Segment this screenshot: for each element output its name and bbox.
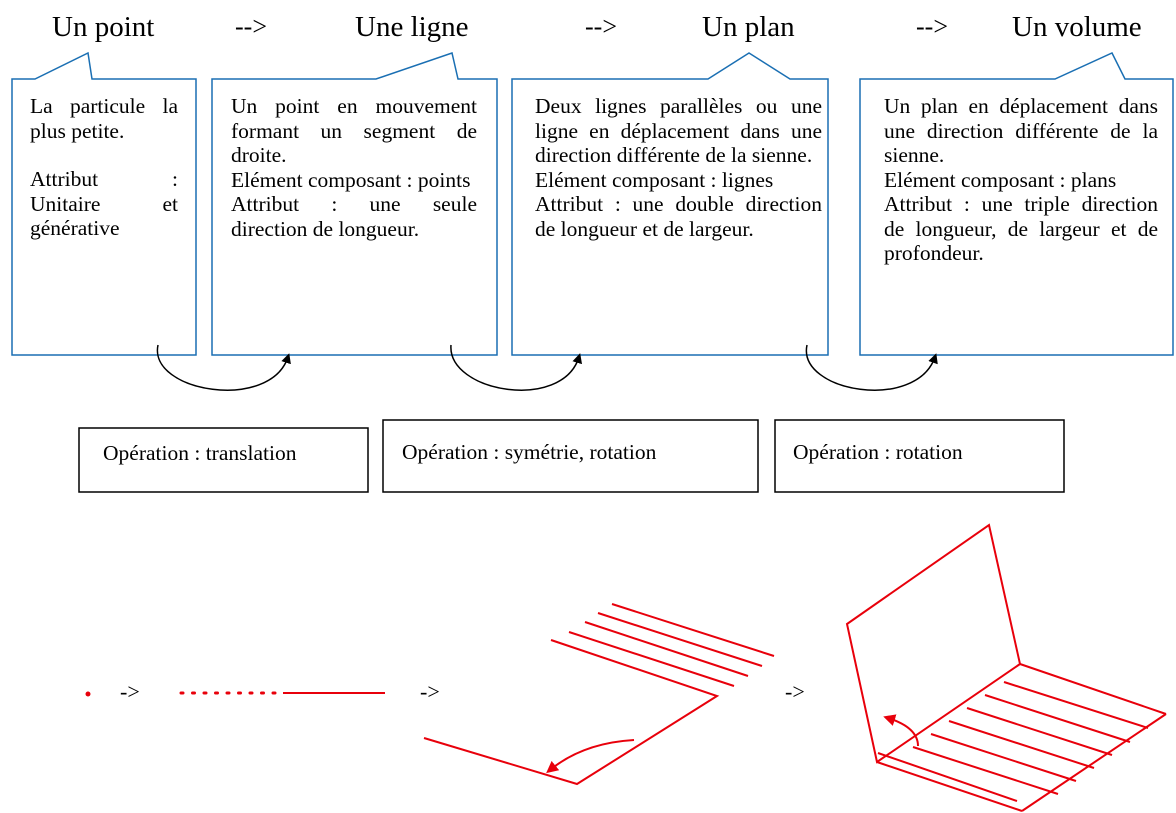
point-attribute: Attribut : Unitaire et générative (30, 167, 178, 240)
volume-attribute: Attribut : une triple direction de longu… (884, 192, 1158, 265)
plane-component: Elément composant : lignes (535, 167, 774, 192)
plane-line-3 (584, 621, 749, 677)
transition-arrow-3 (805, 344, 938, 391)
callout-box-line (211, 52, 498, 356)
line-description: Un point en mouvement formant un segment… (231, 94, 477, 241)
callout-box-point (11, 51, 197, 356)
callout-box-volume (859, 52, 1174, 356)
stage-separator-1: --> (235, 12, 267, 41)
volume-upright-panel (845, 523, 1022, 764)
stage-title-point: Un point (52, 11, 155, 43)
volume-definition: Un plan en déplacement dans une directio… (884, 94, 1158, 167)
volume-layer-3 (966, 707, 1113, 756)
transition-arrow-1 (156, 344, 291, 391)
line-component: Elément composant : points (231, 167, 471, 192)
volume-top-edge (1019, 663, 1167, 715)
plane-line-1 (611, 603, 775, 657)
plane-attribute: Attribut : une double direction de longu… (535, 192, 822, 241)
plane-line-4 (568, 631, 735, 687)
plane-outline (423, 639, 720, 786)
transition-arrow-2 (450, 344, 582, 391)
volume-base-right (1021, 713, 1167, 812)
operation-translation: Opération : translation (103, 441, 297, 465)
plane-line-2 (597, 612, 763, 667)
volume-rotation-arrow (883, 714, 919, 747)
operation-rotation: Opération : rotation (793, 440, 963, 464)
plane-rotation-arrow (546, 739, 635, 774)
spacer (30, 143, 178, 167)
point-description: La particule la plus petite. Attribut : … (30, 94, 178, 241)
operation-symmetry-rotation: Opération : symétrie, rotation (402, 440, 657, 464)
stage-title-volume: Un volume (1012, 11, 1142, 43)
volume-base-inner (877, 752, 1018, 802)
plane-description: Deux lignes parallèles ou une ligne en d… (535, 94, 822, 241)
volume-layer-2 (984, 694, 1131, 743)
volume-layer-1 (1003, 681, 1149, 729)
volume-layer-5 (930, 733, 1077, 782)
operation-box-rotation (774, 419, 1065, 493)
stage-title-plane: Un plan (702, 11, 795, 43)
volume-layer-4 (948, 720, 1095, 769)
stage-separator-3: --> (916, 12, 948, 41)
operation-box-translation (78, 427, 369, 493)
stage-title-line: Une ligne (355, 11, 469, 43)
line-definition: Un point en mouvement formant un segment… (231, 94, 477, 167)
point-definition: La particule la plus petite. (30, 94, 178, 143)
volume-base-left (876, 761, 1023, 812)
bottom-arrow-2: -> (420, 679, 440, 704)
stage-separator-2: --> (585, 12, 617, 41)
red-point (85, 691, 91, 697)
line-attribute: Attribut : une seule direction de longue… (231, 192, 477, 241)
volume-component: Elément composant : plans (884, 167, 1117, 192)
operation-box-symmetry (382, 419, 759, 493)
volume-layer-6 (912, 746, 1059, 795)
bottom-arrow-3: -> (785, 679, 805, 704)
callout-box-plane (511, 52, 829, 356)
volume-description: Un plan en déplacement dans une directio… (884, 94, 1158, 266)
plane-definition: Deux lignes parallèles ou une ligne en d… (535, 94, 822, 167)
bottom-arrow-1: -> (120, 679, 140, 704)
